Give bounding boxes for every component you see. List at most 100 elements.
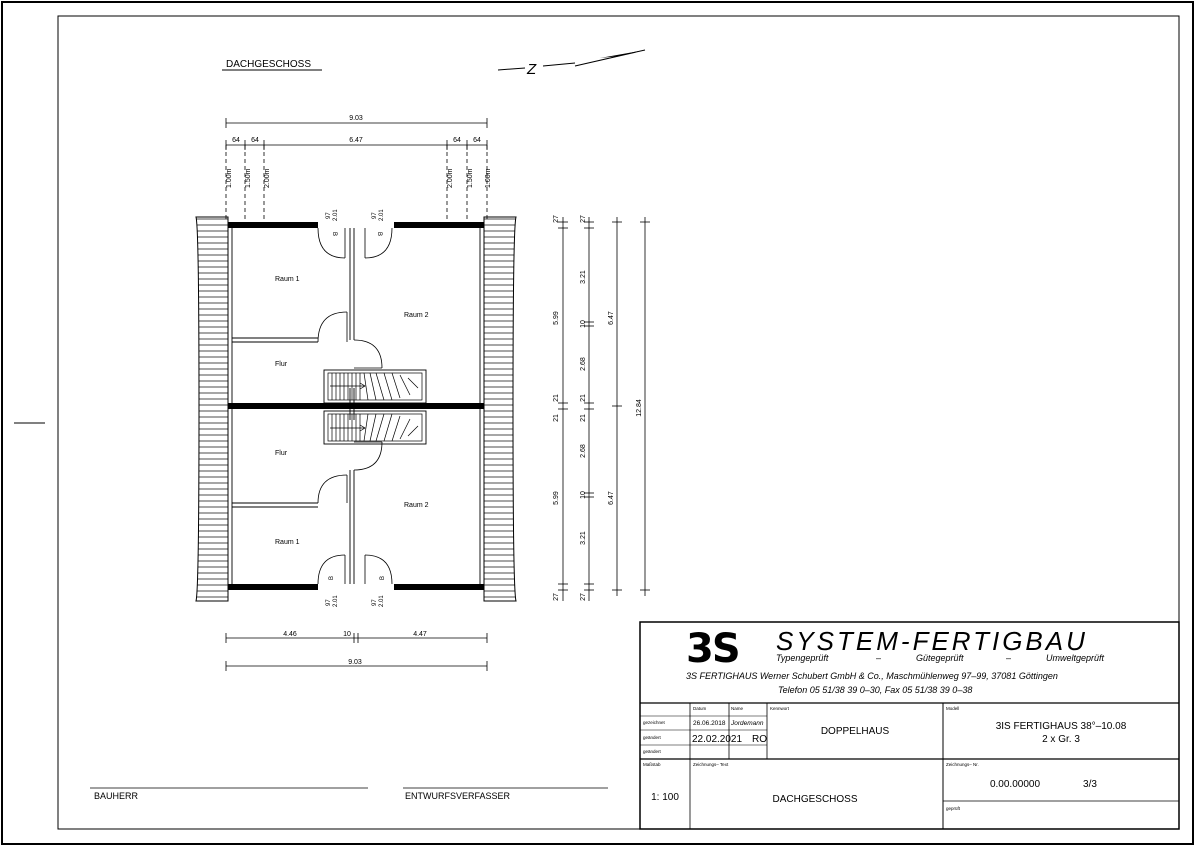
dims-bottom bbox=[225, 633, 488, 671]
room-label-flur-top: Flur bbox=[275, 361, 288, 368]
header-kennwort: Kennwort bbox=[770, 706, 790, 711]
dim-top-seg-left-a: 64 bbox=[232, 137, 240, 144]
plan-thin-walls bbox=[231, 228, 481, 584]
dim-r4: 12.84 bbox=[636, 399, 643, 417]
dim-height-left-2: 1.50m bbox=[245, 168, 252, 188]
dim-r2-h: 3.21 bbox=[580, 531, 587, 545]
inner-frame bbox=[57, 15, 1180, 830]
company-address: 3S FERTIGHAUS Werner Schubert GmbH & Co.… bbox=[686, 671, 1058, 681]
stair-top bbox=[327, 372, 423, 401]
dim-r3-a: 6.47 bbox=[608, 311, 615, 325]
company-name: SYSTEM-FERTIGBAU bbox=[776, 626, 1088, 656]
header-name: Name bbox=[731, 706, 744, 711]
dim-r1-bot: 27 bbox=[553, 593, 560, 601]
opening-height-h: 2.01 bbox=[379, 595, 385, 607]
zeichnungstext-value: DACHGESCHOSS bbox=[772, 794, 857, 805]
dim-height-right-1: 2.00m bbox=[447, 168, 454, 188]
row-geaendert: geändert bbox=[643, 735, 662, 740]
opening-height-d: 2.01 bbox=[379, 209, 385, 221]
dim-bottom-mid: 10 bbox=[343, 631, 351, 638]
dim-r2-e: 21 bbox=[580, 414, 587, 422]
tagline-guetegeprueft: Gütegeprüft bbox=[916, 653, 964, 663]
door-mark-1: B bbox=[331, 232, 337, 236]
dim-top-overall: 9.03 bbox=[349, 115, 363, 122]
roof-overhang-left bbox=[195, 216, 229, 602]
dim-r2-a: 3.21 bbox=[580, 270, 587, 284]
dim-bottom-right: 4.47 bbox=[413, 631, 427, 638]
company-phone: Telefon 05 51/38 39 0–30, Fax 05 51/38 3… bbox=[778, 685, 972, 695]
dim-r3-b: 6.47 bbox=[608, 491, 615, 505]
bauherr-label: BAUHERR bbox=[94, 791, 139, 801]
dim-height-right-3: 1.00m bbox=[485, 168, 492, 188]
door-swings bbox=[317, 227, 393, 585]
dim-top-middle: 6.47 bbox=[349, 137, 363, 144]
room-label-raum2-top: Raum 2 bbox=[404, 312, 429, 319]
tagline-umweltgeprueft: Umweltgeprüft bbox=[1046, 653, 1105, 663]
massstab-value: 1: 100 bbox=[651, 792, 679, 803]
dim-r2-f: 2.68 bbox=[580, 444, 587, 458]
door-mark-4: B bbox=[380, 576, 386, 580]
dim-height-left-1: 1.00m bbox=[226, 168, 233, 188]
dim-bottom-overall: 9.03 bbox=[348, 659, 362, 666]
dims-top bbox=[225, 118, 488, 222]
dim-r1-a: 5.99 bbox=[553, 311, 560, 325]
modell-line-2: 2 x Gr. 3 bbox=[1042, 734, 1080, 745]
geaendert-name: RO bbox=[752, 734, 767, 745]
dims-right bbox=[558, 217, 650, 601]
dim-r2-d: 21 bbox=[580, 394, 587, 402]
tagline-separator-2: – bbox=[1006, 653, 1011, 663]
room-label-raum1-bottom: Raum 1 bbox=[275, 539, 300, 546]
massstab-label: Maßstab bbox=[643, 762, 661, 767]
entwurf-label: ENTWURFSVERFASSER bbox=[405, 791, 511, 801]
opening-height-b: 2.01 bbox=[333, 209, 339, 221]
header-datum: Datum bbox=[693, 706, 707, 711]
opening-height-f: 2.01 bbox=[333, 595, 339, 607]
company-logo: 3S bbox=[686, 626, 739, 672]
dim-top-seg-right-b: 64 bbox=[473, 137, 481, 144]
plan-walls bbox=[228, 222, 484, 590]
floor-title: DACHGESCHOSS bbox=[226, 59, 311, 70]
dim-r1-b: 21 bbox=[553, 394, 560, 402]
opening-width-c: 97 bbox=[372, 212, 378, 219]
dim-r1-c: 21 bbox=[553, 414, 560, 422]
row-geaendert-2: geändert bbox=[643, 749, 662, 754]
north-arrow: Z bbox=[497, 49, 646, 78]
room-label-raum2-bottom: Raum 2 bbox=[404, 502, 429, 509]
opening-width-g: 97 bbox=[372, 599, 378, 606]
dim-top-seg-left-b: 64 bbox=[251, 137, 259, 144]
blatt-value: 3/3 bbox=[1083, 779, 1097, 790]
stair-bottom bbox=[327, 413, 423, 442]
roof-overhang-right bbox=[483, 216, 517, 602]
zeichnungsnr-value: 0.00.00000 bbox=[990, 779, 1040, 790]
geaendert-datum: 22.02.2021 bbox=[692, 734, 742, 745]
opening-width-e: 97 bbox=[326, 599, 332, 606]
dim-height-left-3: 2.00m bbox=[264, 168, 271, 188]
dim-r2-top: 27 bbox=[580, 215, 587, 223]
dim-bottom-left: 4.46 bbox=[283, 631, 297, 638]
gezeichnet-name: Jordemann bbox=[730, 720, 764, 727]
tagline-typengeprueft: Typengeprüft bbox=[776, 653, 829, 663]
dim-r2-g: 10 bbox=[580, 491, 587, 499]
dim-r1-top: 27 bbox=[553, 215, 560, 223]
opening-width-a: 97 bbox=[326, 212, 332, 219]
row-gezeichnet: gezeichnet bbox=[643, 720, 666, 725]
door-mark-2: B bbox=[376, 232, 382, 236]
north-label: Z bbox=[526, 61, 537, 78]
room-label-raum1-top: Raum 1 bbox=[275, 276, 300, 283]
dim-r2-bot: 27 bbox=[580, 593, 587, 601]
dim-r1-d: 5.99 bbox=[553, 491, 560, 505]
dim-height-right-2: 1.50m bbox=[467, 168, 474, 188]
modell-line-1: 3IS FERTIGHAUS 38°–10.08 bbox=[996, 721, 1127, 732]
kennwort-value: DOPPELHAUS bbox=[821, 726, 890, 737]
zeichnungstext-label: Zeichnungs– Text bbox=[693, 762, 729, 767]
header-modell: Modell bbox=[946, 706, 959, 711]
dim-top-seg-right-a: 64 bbox=[453, 137, 461, 144]
geprueft-label: geprüft bbox=[946, 806, 961, 811]
door-mark-3: B bbox=[329, 576, 335, 580]
room-label-flur-bottom: Flur bbox=[275, 450, 288, 457]
dim-r2-c: 2.68 bbox=[580, 357, 587, 371]
gezeichnet-datum: 26.06.2018 bbox=[693, 720, 726, 727]
tagline-separator-1: – bbox=[876, 653, 881, 663]
